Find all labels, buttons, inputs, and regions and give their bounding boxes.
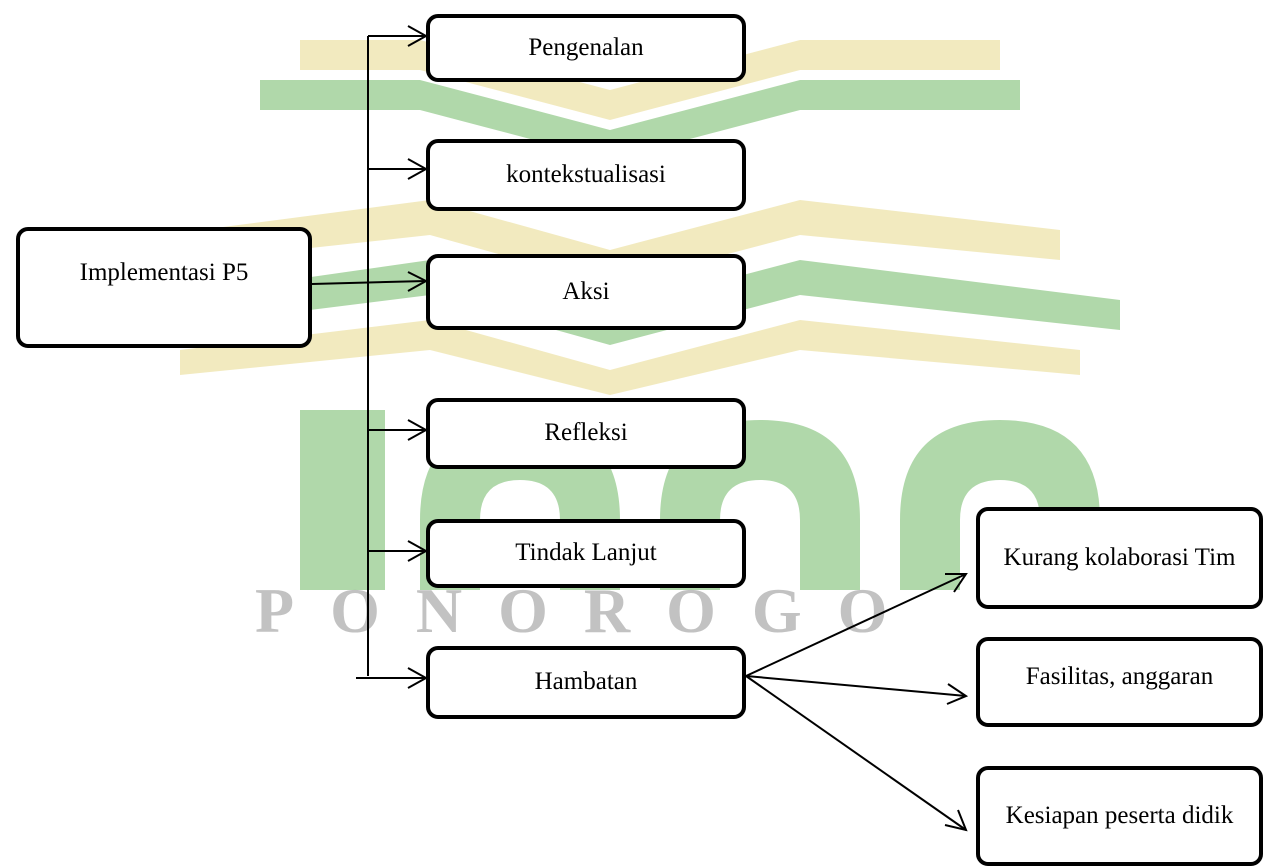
arrowhead-icon: [944, 809, 968, 832]
node-stage-label: Tindak Lanjut: [515, 539, 657, 567]
node-stage-label: Pengenalan: [528, 33, 644, 61]
branch-line-kesiapan: [745, 675, 967, 831]
node-obstacle-label: Kurang kolaborasi Tim: [1003, 543, 1236, 571]
arrowhead-icon: [945, 573, 968, 593]
node-root: Implementasi P5: [16, 227, 312, 348]
connectors: [311, 25, 969, 832]
node-stage-label: kontekstualisasi: [506, 160, 666, 188]
node-obstacle-label: Kesiapan peserta didik: [1005, 801, 1234, 829]
node-stage-kontekstualisasi: kontekstualisasi: [426, 139, 746, 211]
node-stage-label: Refleksi: [544, 419, 628, 447]
node-obstacle-kesiapan: Kesiapan peserta didik: [976, 766, 1263, 866]
node-stage-hambatan: Hambatan: [426, 646, 746, 719]
arrowhead-icon: [946, 683, 969, 705]
branch-line-aksi: [311, 280, 427, 285]
node-stage-tindak-lanjut: Tindak Lanjut: [426, 519, 746, 588]
node-stage-refleksi: Refleksi: [426, 398, 746, 469]
node-root-label: Implementasi P5: [79, 259, 249, 286]
node-stage-label: Aksi: [562, 277, 610, 305]
node-stage-label: Hambatan: [534, 668, 638, 696]
node-obstacle-fasilitas: Fasilitas, anggaran: [976, 637, 1263, 727]
branch-line-fasilitas: [745, 675, 967, 697]
node-obstacle-kurang-kolaborasi: Kurang kolaborasi Tim: [976, 507, 1263, 609]
node-obstacle-label: Fasilitas, anggaran: [1025, 663, 1214, 690]
branch-line-kurang-kolaborasi: [745, 573, 967, 677]
node-stage-pengenalan: Pengenalan: [426, 14, 746, 82]
node-stage-aksi: Aksi: [426, 254, 746, 330]
